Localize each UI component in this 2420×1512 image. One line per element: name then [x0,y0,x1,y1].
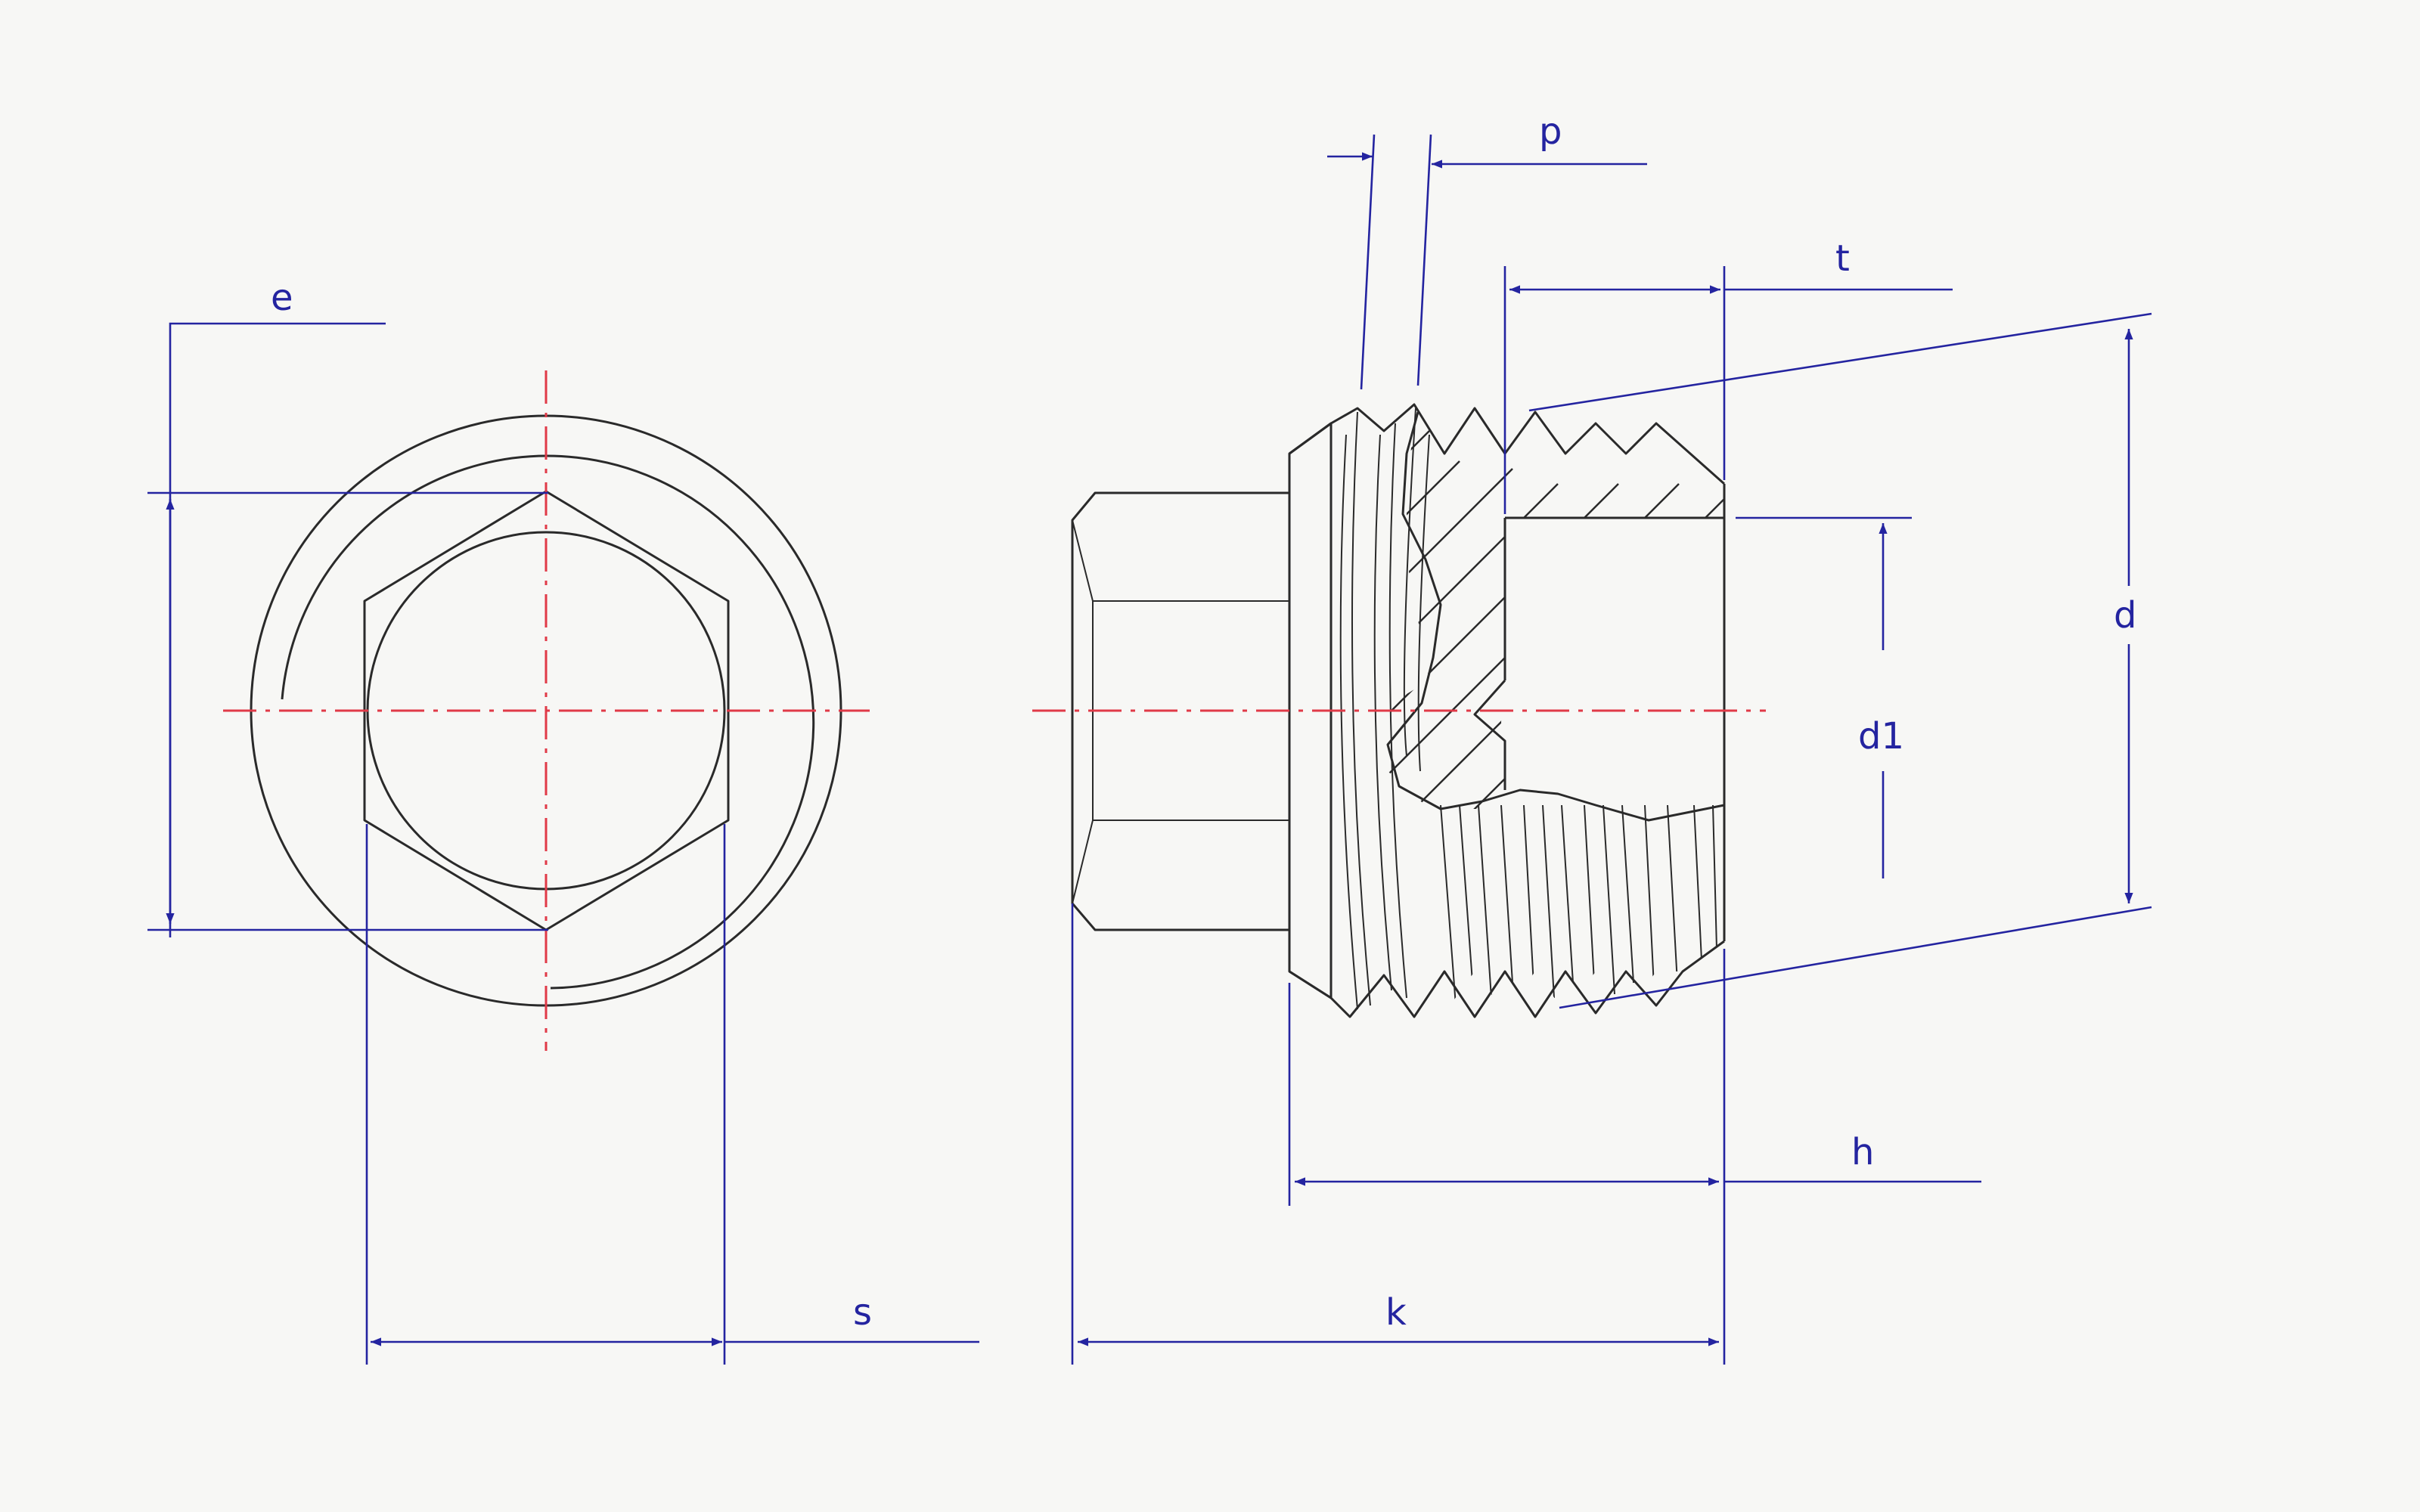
side-view [1032,403,1766,1018]
label-s: s [853,1291,872,1334]
dimension-p: p [1327,110,1647,390]
dimension-t: t [1503,237,1953,514]
label-d1: d1 [1858,715,1904,758]
dimension-d1: d1 [1736,516,1912,878]
section-break [1386,411,1725,822]
dimension-d: d [1528,312,2152,1009]
inner-arc [281,454,815,990]
label-t: t [1835,237,1850,280]
label-d: d [2114,594,2136,637]
dimension-h: h [1288,949,1981,1365]
label-p: p [1539,110,1562,153]
lower-thread-profile [1289,940,1725,1018]
label-h: h [1851,1131,1874,1173]
section-bore [1505,516,1726,805]
label-k: k [1385,1291,1407,1334]
dimension-s: s [365,824,979,1365]
dimension-e: e [147,277,548,937]
dimension-k: k [1071,903,1719,1365]
label-e: e [271,277,293,319]
front-view [223,370,870,1051]
